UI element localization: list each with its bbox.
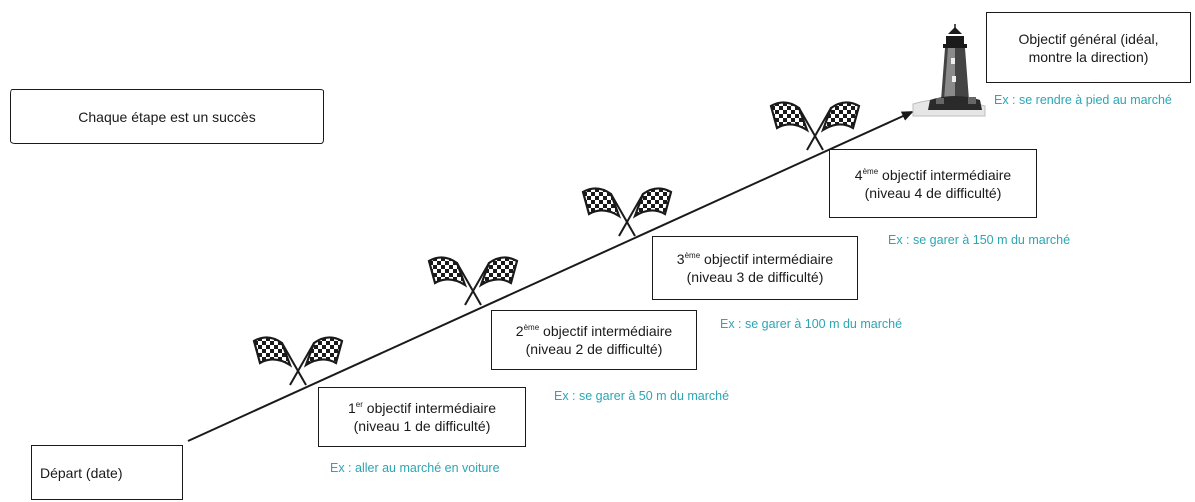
milestone-level: (niveau 2 de difficulté) — [525, 341, 663, 357]
milestone-title: 3ème objectif intermédiaire — [676, 251, 834, 267]
milestone-example-3: Ex : se garer à 100 m du marché — [720, 317, 903, 331]
milestone-box-1: 1er objectif intermédiaire (niveau 1 de … — [318, 387, 526, 447]
milestone-title: 2ème objectif intermédiaire — [515, 323, 673, 339]
start-box-label: Départ (date) — [40, 464, 123, 481]
progress-arrow — [187, 111, 914, 442]
milestone-title: 1er objectif intermédiaire — [348, 400, 496, 416]
milestone-example-1: Ex : aller au marché en voiture — [330, 461, 500, 475]
start-box: Départ (date) — [31, 445, 183, 500]
milestone-box-4: 4ème objectif intermédiaire (niveau 4 de… — [829, 149, 1037, 218]
goal-box-line1: Objectif général (idéal, — [1018, 30, 1159, 47]
milestone-example-2: Ex : se garer à 50 m du marché — [554, 389, 730, 403]
goal-example: Ex : se rendre à pied au marché — [994, 93, 1172, 107]
milestone-level: (niveau 1 de difficulté) — [353, 418, 491, 434]
checkered-flags-icon — [581, 187, 673, 238]
goal-box: Objectif général (idéal, montre la direc… — [986, 12, 1191, 83]
goal-box-line2: montre la direction) — [1028, 48, 1149, 65]
milestone-example-4: Ex : se garer à 150 m du marché — [888, 233, 1071, 247]
lighthouse-icon — [912, 24, 986, 117]
milestone-title: 4ème objectif intermédiaire — [854, 166, 1012, 183]
success-box: Chaque étape est un succès — [10, 89, 324, 144]
milestone-box-3: 3ème objectif intermédiaire (niveau 3 de… — [652, 236, 858, 300]
milestone-level: (niveau 4 de difficulté) — [864, 184, 1002, 201]
milestone-level: (niveau 3 de difficulté) — [686, 269, 824, 285]
success-box-label: Chaque étape est un succès — [78, 108, 256, 125]
milestone-box-2: 2ème objectif intermédiaire (niveau 2 de… — [491, 310, 697, 370]
